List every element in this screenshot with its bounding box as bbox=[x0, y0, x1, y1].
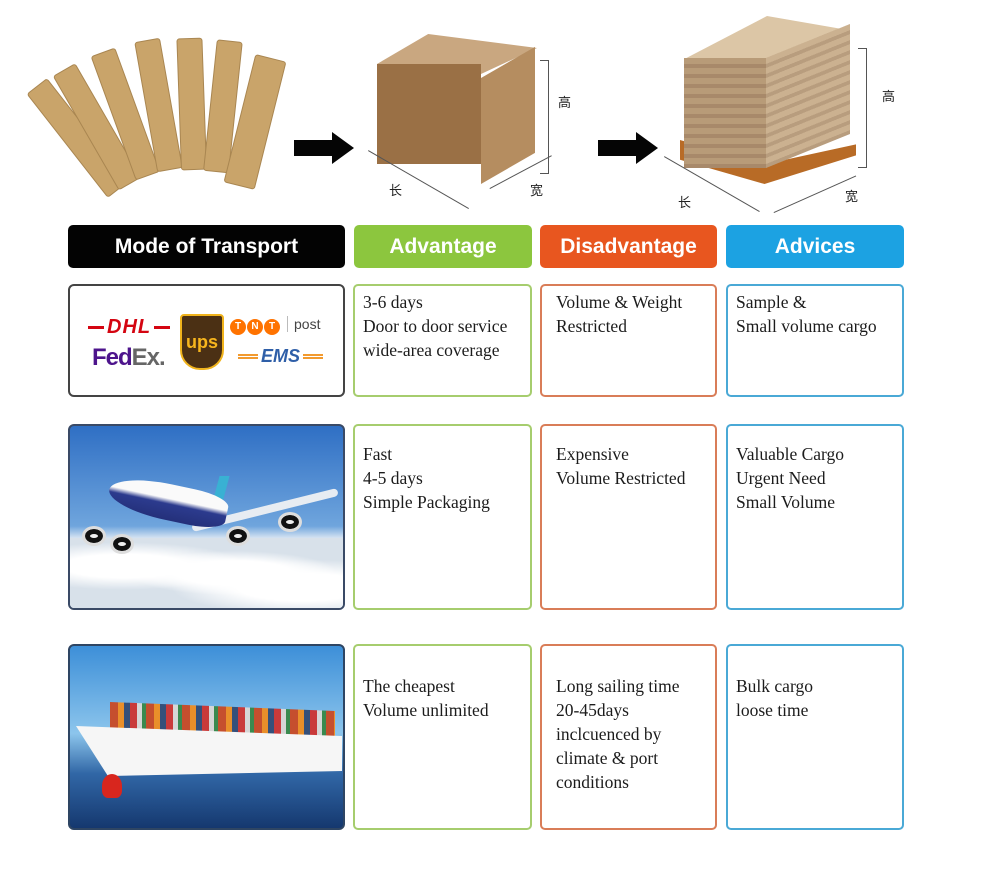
dhl-logo: DHL bbox=[88, 316, 170, 339]
sea-freight-container-ship-image bbox=[68, 644, 345, 830]
header-disadvantage: Disadvantage bbox=[540, 225, 717, 268]
width-label: 宽 bbox=[530, 184, 544, 199]
air-advices: Valuable Cargo Urgent Need Small Volume bbox=[726, 424, 904, 610]
arrow-right-icon bbox=[598, 132, 660, 164]
express-disadvantage: Volume & Weight Restricted bbox=[540, 284, 717, 397]
air-freight-airplane-image bbox=[68, 424, 345, 610]
width-label: 宽 bbox=[845, 190, 859, 205]
fedex-logo: FedEx. bbox=[92, 344, 166, 371]
header-advantage: Advantage bbox=[354, 225, 532, 268]
header-mode-of-transport: Mode of Transport bbox=[68, 225, 345, 268]
arrow-right-icon bbox=[294, 132, 356, 164]
sea-advices: Bulk cargo loose time bbox=[726, 644, 904, 830]
flat-cardboard-strips-image bbox=[26, 37, 287, 199]
ups-logo: ups bbox=[180, 314, 224, 370]
height-label: 高 bbox=[882, 90, 896, 105]
air-advantage: Fast 4-5 days Simple Packaging bbox=[353, 424, 532, 610]
length-label: 长 bbox=[678, 196, 692, 211]
height-label: 高 bbox=[558, 96, 572, 111]
ems-logo: EMS bbox=[235, 346, 326, 367]
length-label: 长 bbox=[389, 184, 403, 199]
air-disadvantage: Expensive Volume Restricted bbox=[540, 424, 717, 610]
sea-disadvantage: Long sailing time 20-45days inclcuenced … bbox=[540, 644, 717, 830]
express-advantage: 3-6 days Door to door service wide-area … bbox=[353, 284, 532, 397]
sea-advantage: The cheapest Volume unlimited bbox=[353, 644, 532, 830]
header-advices: Advices bbox=[726, 225, 904, 268]
express-advices: Sample & Small volume cargo bbox=[726, 284, 904, 397]
